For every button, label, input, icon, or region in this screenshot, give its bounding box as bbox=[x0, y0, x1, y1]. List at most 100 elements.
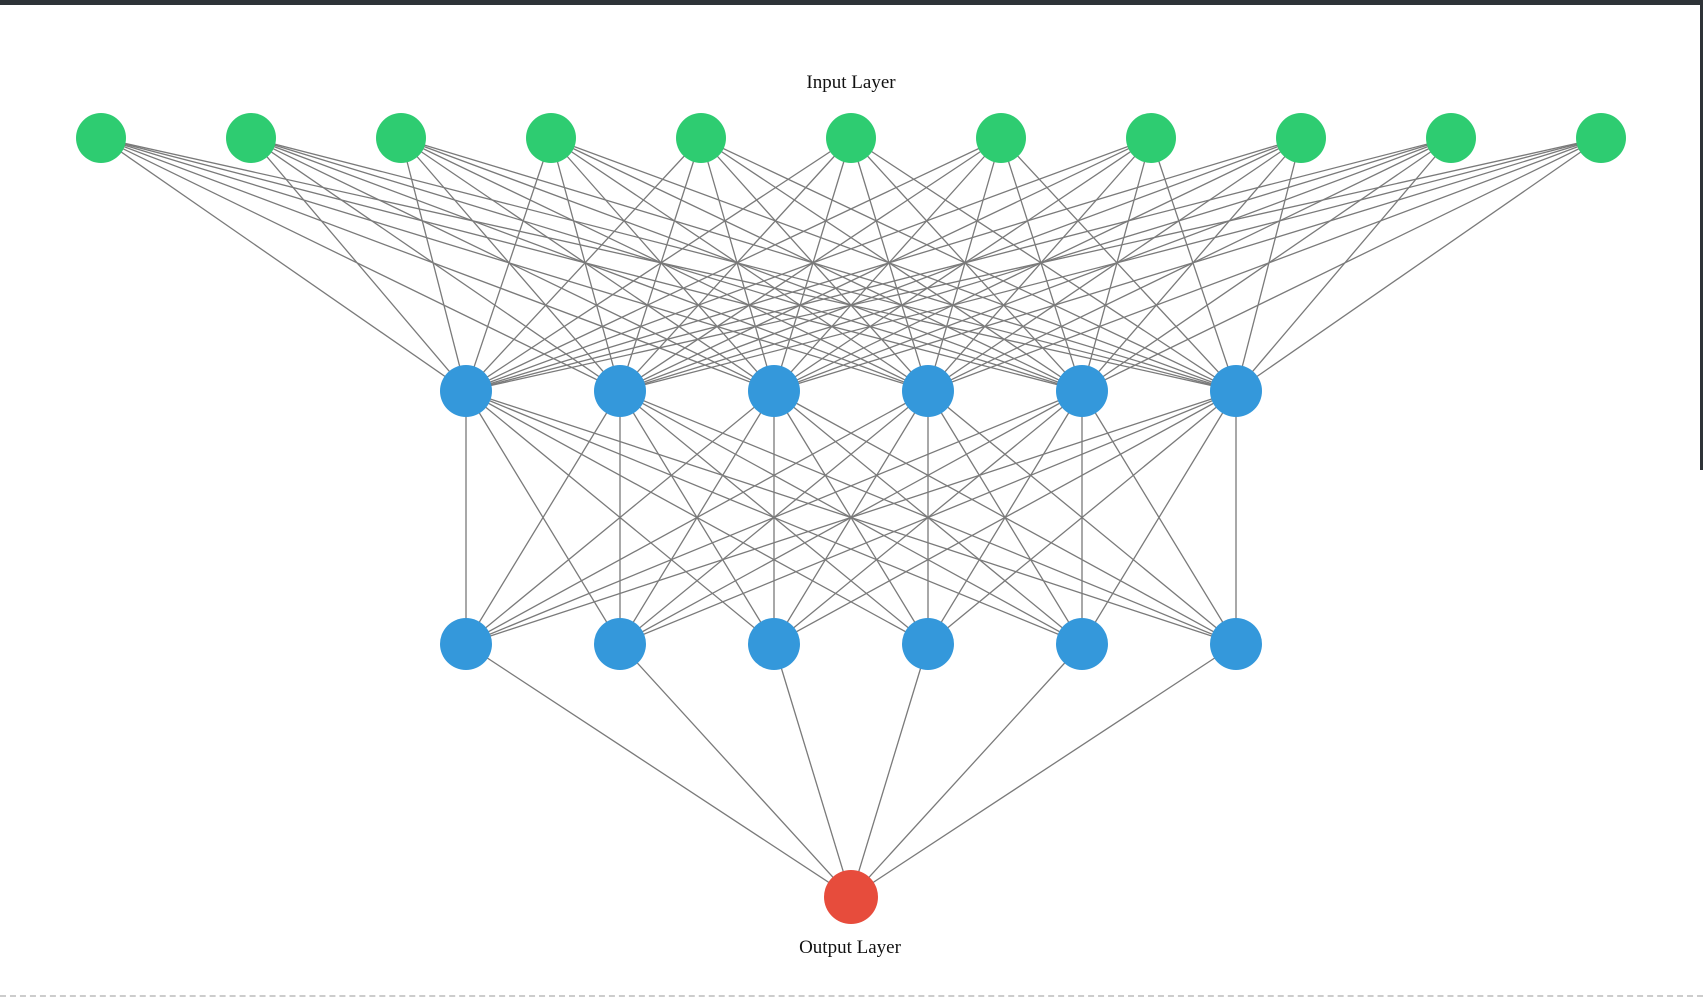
edge bbox=[927, 137, 1602, 392]
input-layer-node-4 bbox=[526, 113, 576, 163]
edge bbox=[773, 137, 852, 392]
edge bbox=[465, 390, 1237, 645]
edge bbox=[465, 643, 852, 898]
edge bbox=[400, 137, 621, 392]
edge bbox=[250, 137, 621, 392]
edge bbox=[850, 643, 1237, 898]
edge bbox=[400, 137, 929, 392]
edge bbox=[250, 137, 467, 392]
edge bbox=[250, 137, 929, 392]
edge bbox=[400, 137, 1237, 392]
nodes-group bbox=[76, 113, 1626, 924]
edge bbox=[550, 137, 621, 392]
edge bbox=[1081, 390, 1237, 645]
top-border-bar bbox=[0, 0, 1703, 5]
edge bbox=[465, 137, 1152, 392]
hidden-layer-2-node-2 bbox=[594, 618, 646, 670]
edge bbox=[700, 137, 1237, 392]
edge bbox=[465, 390, 929, 645]
edge bbox=[850, 137, 1083, 392]
edge bbox=[400, 137, 1083, 392]
edge bbox=[465, 137, 852, 392]
edge bbox=[619, 137, 852, 392]
edge bbox=[250, 137, 1083, 392]
edge bbox=[619, 390, 1237, 645]
edge bbox=[1081, 137, 1602, 392]
hidden-layer-1-node-1 bbox=[440, 365, 492, 417]
edge bbox=[400, 137, 775, 392]
edge bbox=[100, 137, 775, 392]
edge bbox=[465, 137, 1002, 392]
hidden-layer-2-node-4 bbox=[902, 618, 954, 670]
input-layer-node-2 bbox=[226, 113, 276, 163]
edge bbox=[619, 137, 1602, 392]
edge bbox=[250, 137, 1237, 392]
hidden-layer-1-node-4 bbox=[902, 365, 954, 417]
hidden-layer-1-node-2 bbox=[594, 365, 646, 417]
edge bbox=[100, 137, 621, 392]
input-layer-node-3 bbox=[376, 113, 426, 163]
edge bbox=[773, 137, 1602, 392]
input-layer-node-8 bbox=[1126, 113, 1176, 163]
edge bbox=[465, 137, 702, 392]
edge bbox=[100, 137, 467, 392]
edge bbox=[1081, 137, 1152, 392]
hidden-layer-1-node-6 bbox=[1210, 365, 1262, 417]
edge bbox=[1081, 137, 1302, 392]
edge bbox=[465, 390, 775, 645]
edge bbox=[850, 643, 929, 898]
edge bbox=[465, 137, 1452, 392]
input-layer-node-9 bbox=[1276, 113, 1326, 163]
edge bbox=[700, 137, 1083, 392]
edge bbox=[465, 390, 621, 645]
edge bbox=[773, 643, 852, 898]
scrollbar-thumb[interactable] bbox=[1700, 0, 1703, 470]
edge bbox=[700, 137, 775, 392]
edge bbox=[850, 137, 1237, 392]
edge bbox=[850, 137, 929, 392]
edge bbox=[927, 137, 1152, 392]
output-layer-label: Output Layer bbox=[799, 937, 901, 958]
edge bbox=[250, 137, 775, 392]
edge bbox=[619, 137, 1002, 392]
edge bbox=[1235, 137, 1452, 392]
hidden-layer-2-node-6 bbox=[1210, 618, 1262, 670]
edge bbox=[1235, 137, 1302, 392]
edge bbox=[400, 137, 467, 392]
edges-group bbox=[100, 137, 1602, 898]
edge bbox=[1081, 137, 1452, 392]
bottom-dashed-border bbox=[0, 995, 1703, 997]
hidden-layer-2-node-3 bbox=[748, 618, 800, 670]
hidden-layer-1-node-3 bbox=[748, 365, 800, 417]
edge bbox=[465, 390, 1083, 645]
hidden-layer-1-node-5 bbox=[1056, 365, 1108, 417]
input-layer-node-10 bbox=[1426, 113, 1476, 163]
edge bbox=[465, 137, 552, 392]
edge bbox=[550, 137, 929, 392]
input-layer-label: Input Layer bbox=[806, 72, 896, 93]
edge bbox=[1000, 137, 1237, 392]
input-layer-node-5 bbox=[676, 113, 726, 163]
edge bbox=[550, 137, 775, 392]
edge bbox=[850, 643, 1083, 898]
input-layer-node-6 bbox=[826, 113, 876, 163]
input-layer-node-1 bbox=[76, 113, 126, 163]
edge bbox=[100, 137, 1083, 392]
edge bbox=[550, 137, 1083, 392]
input-layer-node-11 bbox=[1576, 113, 1626, 163]
edge bbox=[550, 137, 1237, 392]
edge bbox=[465, 137, 1302, 392]
hidden-layer-2-node-5 bbox=[1056, 618, 1108, 670]
edge bbox=[927, 137, 1302, 392]
edge bbox=[1150, 137, 1237, 392]
edge bbox=[773, 137, 1002, 392]
edge bbox=[1000, 137, 1083, 392]
hidden-layer-2-node-1 bbox=[440, 618, 492, 670]
output-layer-node-1 bbox=[824, 870, 878, 924]
edge bbox=[619, 643, 852, 898]
edge bbox=[100, 137, 929, 392]
edge bbox=[927, 390, 1237, 645]
input-layer-node-7 bbox=[976, 113, 1026, 163]
